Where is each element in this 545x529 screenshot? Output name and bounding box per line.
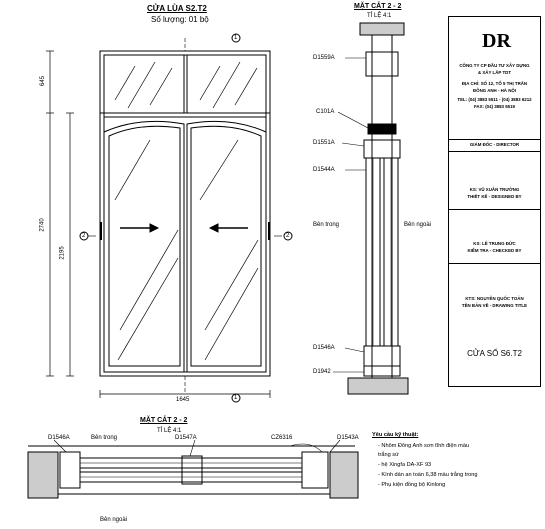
hs-label-d1543a: D1543A xyxy=(337,435,359,441)
vs-sill-wall xyxy=(347,377,409,395)
elevation-title: CỬA LÙA S2.T2 xyxy=(147,4,207,13)
notes-heading: Yêu cầu kỹ thuật: xyxy=(372,432,419,438)
company-logo: DR xyxy=(482,30,511,52)
vs-outside: Bên ngoài xyxy=(404,222,432,228)
notes-item-4: - Kính dán an toàn 6,38 màu trắng trong xyxy=(378,472,478,478)
door-outer-frame xyxy=(99,50,271,377)
marker-bottom: 1 xyxy=(234,395,238,401)
vs-label-c101a: C101A xyxy=(316,109,335,115)
hs-outside: Bên ngoài xyxy=(100,517,128,523)
tb-divider xyxy=(449,209,540,210)
dim-width: 1645 xyxy=(176,397,190,403)
notes-item-5: - Phụ kiện đồng bộ Kinlong xyxy=(378,482,446,488)
hs-label-inside: Bên trong xyxy=(91,435,118,441)
architect-name: KTS: NGUYỄN QUỐC TOẢN xyxy=(465,296,524,301)
hsection-scale: TỈ LỆ 4:1 xyxy=(157,428,182,434)
director-label: GIÁM ĐỐC - DIRECTOR xyxy=(469,142,520,147)
left-sliding-panel xyxy=(103,120,185,372)
vs-label-d1544a: D1544A xyxy=(313,167,335,173)
door-inner-frame xyxy=(103,54,267,373)
hs-right-wall xyxy=(329,451,359,499)
title-block: DR CÔNG TY CP ĐẦU TƯ XÂY DỰNG & XÂY LẮP … xyxy=(448,16,541,387)
vsection-title: MẶT CẮT 2 - 2 xyxy=(354,3,402,10)
elevation-quantity: Số lượng: 01 bộ xyxy=(151,15,209,24)
dim-panel-height: 2195 xyxy=(59,246,66,260)
tb-divider xyxy=(449,139,540,140)
vs-head-wall xyxy=(359,22,405,36)
company-name-2: & XÂY LẮP TDT xyxy=(477,70,511,75)
designer-name: KS: VŨ XUÂN TRƯỜNG xyxy=(469,187,520,192)
hs-label-cz6316: CZ6316 xyxy=(271,435,293,441)
company-tel: TEL: (04) 3883 5511 - (04) 3883 6212 xyxy=(457,97,532,102)
tb-divider xyxy=(449,151,540,152)
company-address-1: ĐỊA CHỈ: SỐ 12, TỔ 5 THỊ TRẤN xyxy=(461,81,528,86)
designer-role: THIẾT KẾ - DESIGNED BY xyxy=(467,194,522,199)
checker-name: KS: LÊ TRUNG ĐỨC xyxy=(473,241,516,246)
drawing-title-label: TÊN BẢN VẼ - DRAWING TITLE xyxy=(461,303,528,308)
hs-label-d1547a: D1547A xyxy=(175,435,197,441)
hs-label-d1546a: D1546A xyxy=(48,435,70,441)
hs-left-wall xyxy=(27,451,59,499)
hsection-title: MẶT CẮT 2 - 2 xyxy=(140,417,188,424)
vsection-scale: TỈ LỆ 4:1 xyxy=(367,13,392,19)
company-fax: FAX: (04) 3883 5519 xyxy=(473,104,515,109)
notes-item-2: trắng sứ xyxy=(378,452,399,458)
marker-top: 1 xyxy=(234,35,238,41)
notes-item-3: - hệ Xingfa DA-XF 93 xyxy=(378,462,432,468)
tb-divider xyxy=(449,263,540,264)
marker-left: 2 xyxy=(82,233,86,239)
vs-label-d1546a: D1546A xyxy=(313,345,335,351)
company-name-1: CÔNG TY CP ĐẦU TƯ XÂY DỰNG xyxy=(459,63,530,68)
vs-label-d1559a: D1559A xyxy=(313,55,335,61)
drawing-title: CỬA SỔ S6.T2 xyxy=(467,349,522,358)
vs-label-d1942: D1942 xyxy=(313,369,331,375)
vs-label-d1551a: D1551A xyxy=(313,140,335,146)
checker-role: KIỂM TRA - CHECKED BY xyxy=(467,248,522,253)
company-address-2: ĐÔNG ANH - HÀ NỘI xyxy=(472,88,516,93)
vs-inside: Bên trong xyxy=(313,222,340,228)
dim-top: 645 xyxy=(40,75,47,87)
right-sliding-panel xyxy=(186,120,267,372)
marker-right: 2 xyxy=(286,233,290,239)
dim-total-height: 2740 xyxy=(39,218,46,232)
notes-item-1: - Nhôm Đông Anh sơn tĩnh điện màu xyxy=(378,443,470,449)
